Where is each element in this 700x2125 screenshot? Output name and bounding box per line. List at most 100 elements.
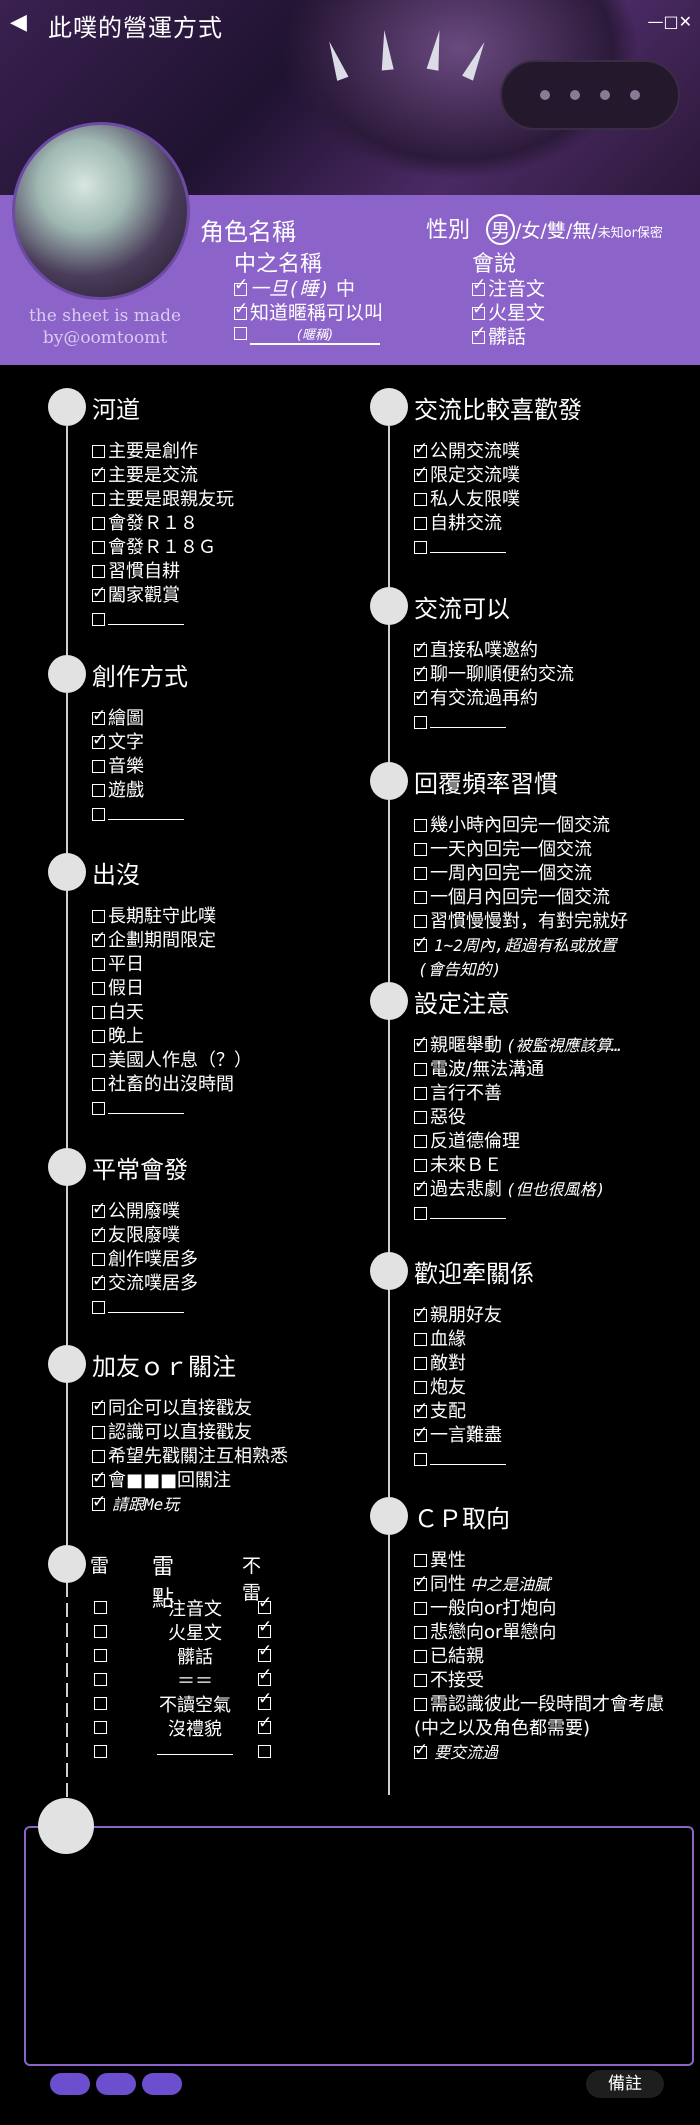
page-dot-1[interactable] xyxy=(50,2073,90,2095)
checkbox-checked[interactable] xyxy=(414,1570,428,1594)
checklist-item[interactable] xyxy=(414,536,520,560)
page-dot-3[interactable] xyxy=(142,2073,182,2095)
checklist-item[interactable]: 一天內回完一個交流 xyxy=(414,838,628,862)
checklist-item[interactable] xyxy=(414,1448,506,1472)
checklist-item[interactable]: 會■■■回關注 xyxy=(92,1466,288,1493)
mine-right-checkbox[interactable] xyxy=(258,1665,272,1686)
checklist-item[interactable]: 創作噗居多 xyxy=(92,1248,198,1272)
checkbox[interactable] xyxy=(414,716,427,729)
checklist-item[interactable]: 企劃期間限定 xyxy=(92,926,252,953)
gender-selected[interactable]: 男 xyxy=(486,214,516,245)
checkbox[interactable] xyxy=(414,1674,427,1687)
checklist-item[interactable]: 一般向or打炮向 xyxy=(414,1597,664,1621)
checkbox[interactable] xyxy=(414,1554,427,1567)
checklist-item[interactable]: 一個月內回完一個交流 xyxy=(414,886,628,910)
checklist-item[interactable]: 習慣自耕 xyxy=(92,560,234,584)
checklist-item[interactable]: 過去悲劇(但也很風格) xyxy=(414,1175,621,1202)
checklist-item[interactable]: 需認識彼此一段時間才會考慮 xyxy=(414,1693,664,1717)
checklist-item[interactable]: 繪圖 xyxy=(92,704,184,731)
mine-right-checkbox[interactable] xyxy=(258,1745,271,1758)
speaks-opt-3[interactable]: 髒話 xyxy=(472,322,526,349)
checkbox-checked[interactable] xyxy=(92,1269,106,1293)
blank-line[interactable] xyxy=(108,804,184,820)
checklist-item[interactable]: 不接受 xyxy=(414,1669,664,1693)
mine-right-checkbox[interactable] xyxy=(258,1689,272,1710)
mine-right-checkbox[interactable] xyxy=(258,1713,272,1734)
checklist-item[interactable]: 會發Ｒ１８ xyxy=(92,512,234,536)
checkbox[interactable] xyxy=(414,493,427,506)
checkbox-checked[interactable] xyxy=(92,728,106,752)
checkbox[interactable] xyxy=(92,517,105,530)
checklist-item[interactable]: 電波/無法溝通 xyxy=(414,1058,621,1082)
checkbox[interactable] xyxy=(414,1333,427,1346)
checklist-item[interactable]: 平日 xyxy=(92,953,252,977)
checklist-item[interactable]: 1~2周內,超過有私或放置 xyxy=(414,931,628,958)
checkbox[interactable] xyxy=(92,1054,105,1067)
checklist-item[interactable]: 長期駐守此噗 xyxy=(92,905,252,929)
checkbox[interactable] xyxy=(414,915,427,928)
checkbox-checked[interactable] xyxy=(92,461,106,485)
checklist-item[interactable] xyxy=(92,803,184,827)
mine-right-checkbox[interactable] xyxy=(258,1593,272,1614)
checkbox-checked[interactable] xyxy=(414,1397,428,1421)
checklist-item[interactable]: 請跟Me玩 xyxy=(92,1490,288,1517)
checkbox[interactable] xyxy=(92,613,105,626)
mine-left-checkbox[interactable] xyxy=(94,1721,107,1734)
checkbox-checked[interactable] xyxy=(92,1197,106,1221)
checklist-item[interactable]: 炮友 xyxy=(414,1376,506,1400)
mine-right-checkbox[interactable] xyxy=(258,1641,272,1662)
checklist-item[interactable]: 文字 xyxy=(92,728,184,755)
checkbox-checked[interactable] xyxy=(414,931,428,955)
checkbox-checked[interactable] xyxy=(92,1394,106,1418)
checklist-item[interactable]: 闔家觀賞 xyxy=(92,581,234,608)
checklist-item[interactable]: 主要是跟親友玩 xyxy=(92,488,234,512)
checklist-item[interactable]: 悲戀向or單戀向 xyxy=(414,1621,664,1645)
checkbox-checked[interactable] xyxy=(414,1301,428,1325)
checklist-item[interactable]: (會告知的) xyxy=(414,958,628,982)
blank-line[interactable] xyxy=(430,1449,506,1465)
checklist-item[interactable]: 有交流過再約 xyxy=(414,684,574,711)
checklist-item[interactable]: 要交流過 xyxy=(414,1738,664,1765)
checkbox[interactable] xyxy=(92,1078,105,1091)
checkbox[interactable] xyxy=(92,493,105,506)
checkbox[interactable] xyxy=(92,808,105,821)
page-dot-2[interactable] xyxy=(96,2073,136,2095)
checkbox[interactable] xyxy=(414,517,427,530)
checkbox[interactable] xyxy=(92,1253,105,1266)
checklist-item[interactable]: 聊一聊順便約交流 xyxy=(414,660,574,687)
checklist-item[interactable]: 遊戲 xyxy=(92,779,184,803)
checkbox[interactable] xyxy=(414,1111,427,1124)
remark-textarea[interactable] xyxy=(24,1826,694,2066)
checkbox[interactable] xyxy=(414,1626,427,1639)
checklist-item[interactable]: 一周內回完一個交流 xyxy=(414,862,628,886)
checklist-item[interactable]: 認識可以直接戳友 xyxy=(92,1421,288,1445)
mine-left-checkbox[interactable] xyxy=(94,1697,107,1710)
checkbox-checked[interactable] xyxy=(414,1175,428,1199)
checklist-item[interactable]: 公開交流噗 xyxy=(414,437,520,464)
checkbox-checked[interactable] xyxy=(414,660,428,684)
speaks-opt-2[interactable]: 火星文 xyxy=(472,298,545,325)
checkbox[interactable] xyxy=(414,1063,427,1076)
checkbox[interactable] xyxy=(414,1453,427,1466)
checkbox[interactable] xyxy=(414,819,427,832)
checkbox-checked[interactable] xyxy=(414,461,428,485)
nakanohito-opt-2[interactable]: 知道暱稱可以叫 xyxy=(234,298,383,325)
blank-line[interactable] xyxy=(430,537,506,553)
checkbox[interactable] xyxy=(414,1207,427,1220)
checklist-item[interactable] xyxy=(92,608,234,632)
checkbox[interactable] xyxy=(92,1301,105,1314)
mine-left-checkbox[interactable] xyxy=(94,1673,107,1686)
checklist-item[interactable]: 主要是創作 xyxy=(92,440,234,464)
checklist-item[interactable]: 直接私噗邀約 xyxy=(414,636,574,663)
blank-line[interactable] xyxy=(430,1203,506,1219)
checklist-item[interactable]: 敵對 xyxy=(414,1352,506,1376)
checklist-item[interactable]: 一言難盡 xyxy=(414,1421,506,1448)
checkbox[interactable] xyxy=(414,1381,427,1394)
checklist-item[interactable]: 未來ＢＥ xyxy=(414,1154,621,1178)
checkbox[interactable] xyxy=(414,867,427,880)
checkbox[interactable] xyxy=(414,1698,427,1711)
checkbox[interactable] xyxy=(92,784,105,797)
checklist-item[interactable]: 音樂 xyxy=(92,755,184,779)
checklist-item[interactable]: 自耕交流 xyxy=(414,512,520,536)
